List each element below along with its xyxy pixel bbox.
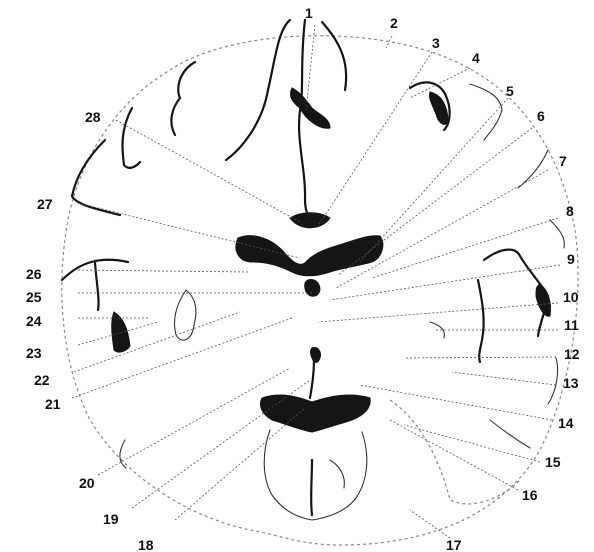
lateral-ventricles: [236, 236, 383, 276]
right-sulcus-7: [518, 150, 548, 188]
label-6: 6: [537, 108, 545, 124]
aqueduct-canal: [310, 360, 314, 398]
left-insula-sulcus: [62, 260, 128, 310]
label-10: 10: [563, 289, 579, 305]
label-4: 4: [472, 50, 480, 66]
label-23: 23: [26, 345, 42, 361]
third-ventricle: [305, 279, 320, 296]
label-27: 27: [37, 196, 53, 212]
left-lateral-sulcus: [72, 140, 120, 215]
right-sulcus-5: [470, 84, 502, 140]
cerebral-aqueduct: [311, 348, 321, 363]
label-17: 17: [446, 537, 462, 552]
midbrain: [260, 395, 370, 432]
left-putamen-outline: [174, 290, 195, 340]
label-11: 11: [564, 317, 579, 333]
right-insula-sulcus: [478, 280, 484, 362]
label-3: 3: [432, 35, 440, 51]
cingulate-sulcus-right: [322, 22, 346, 90]
right-temporal-sulcus: [548, 358, 558, 404]
label-12: 12: [564, 346, 580, 362]
label-21: 21: [45, 396, 61, 412]
label-28: 28: [85, 109, 101, 125]
label-15: 15: [545, 454, 561, 470]
label-26: 26: [26, 266, 42, 282]
right-sulcus-9: [550, 220, 564, 248]
label-7: 7: [559, 153, 567, 169]
label-19: 19: [103, 511, 119, 527]
label-9: 9: [567, 251, 575, 267]
callosal-dark-region: [290, 88, 330, 128]
cerebellum-fold: [330, 460, 344, 488]
label-20: 20: [79, 475, 95, 491]
label-16: 16: [522, 487, 538, 503]
label-5: 5: [506, 83, 514, 99]
cerebellum-midline: [311, 460, 312, 515]
right-occipital-lobe-outline: [390, 400, 520, 504]
left-frontal-sulcus: [171, 62, 195, 135]
label-2: 2: [390, 15, 398, 31]
label-14: 14: [558, 415, 574, 431]
cerebellum-outline: [264, 430, 367, 520]
left-lateral-sulcus-upper: [122, 108, 140, 168]
label-13: 13: [563, 375, 579, 391]
label-1: 1: [305, 5, 313, 21]
label-25: 25: [26, 289, 42, 305]
label-22: 22: [34, 372, 50, 388]
right-insula-dark: [536, 284, 551, 316]
cingulate-sulcus-left: [226, 20, 290, 160]
label-18: 18: [138, 537, 154, 552]
label-24: 24: [26, 313, 42, 329]
callosal-body: [290, 213, 330, 228]
label-8: 8: [566, 203, 574, 219]
right-temporal-sulcus-lower: [490, 420, 530, 448]
